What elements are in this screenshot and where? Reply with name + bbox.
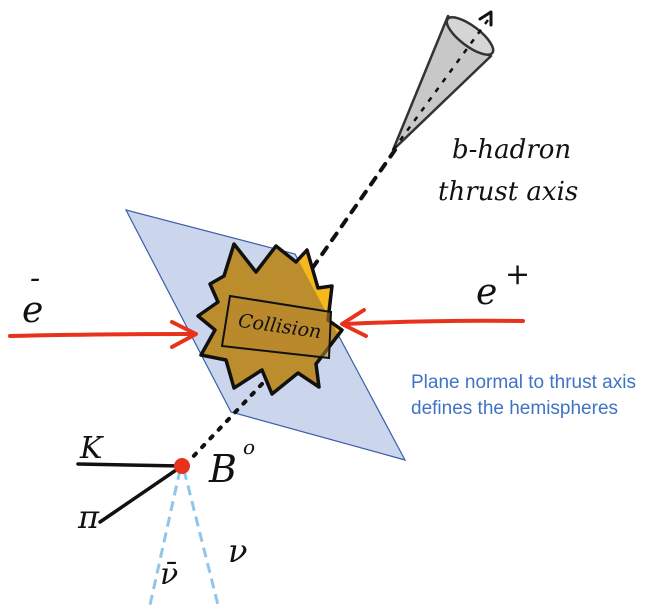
electron-label: e (22, 290, 43, 331)
plane-caption: Plane normal to thrust axis defines the … (411, 370, 661, 422)
kaon-track (76, 462, 184, 468)
decay-vertex (174, 458, 190, 474)
antineutrino-track (148, 469, 182, 606)
antineutrino-label: ν̄ (160, 557, 178, 592)
b-meson-superscript: o (243, 435, 255, 459)
thrust-axis-upper (300, 148, 397, 285)
b-hadron-cone (391, 10, 495, 152)
electron-beam-arrow (8, 320, 198, 349)
positron-label: e (476, 272, 497, 313)
neutrino-track (182, 469, 220, 606)
collision-burst (196, 242, 344, 396)
thrust-axis-label: thrust axis (438, 177, 578, 207)
electron-charge-mark: - (30, 261, 40, 296)
plane-caption-line-1: Plane normal to thrust axis (411, 372, 636, 393)
b-meson-label: B (208, 447, 237, 491)
neutrino-label: ν (228, 532, 247, 570)
positron-charge-mark: + (505, 257, 530, 292)
positron-beam-arrow (340, 308, 525, 338)
pion-label: π (77, 498, 100, 536)
b-hadron-label: b-hadron (452, 135, 571, 165)
kaon-label: K (79, 431, 104, 466)
pion-track (98, 464, 184, 524)
plane-caption-line-2: defines the hemispheres (411, 398, 619, 419)
